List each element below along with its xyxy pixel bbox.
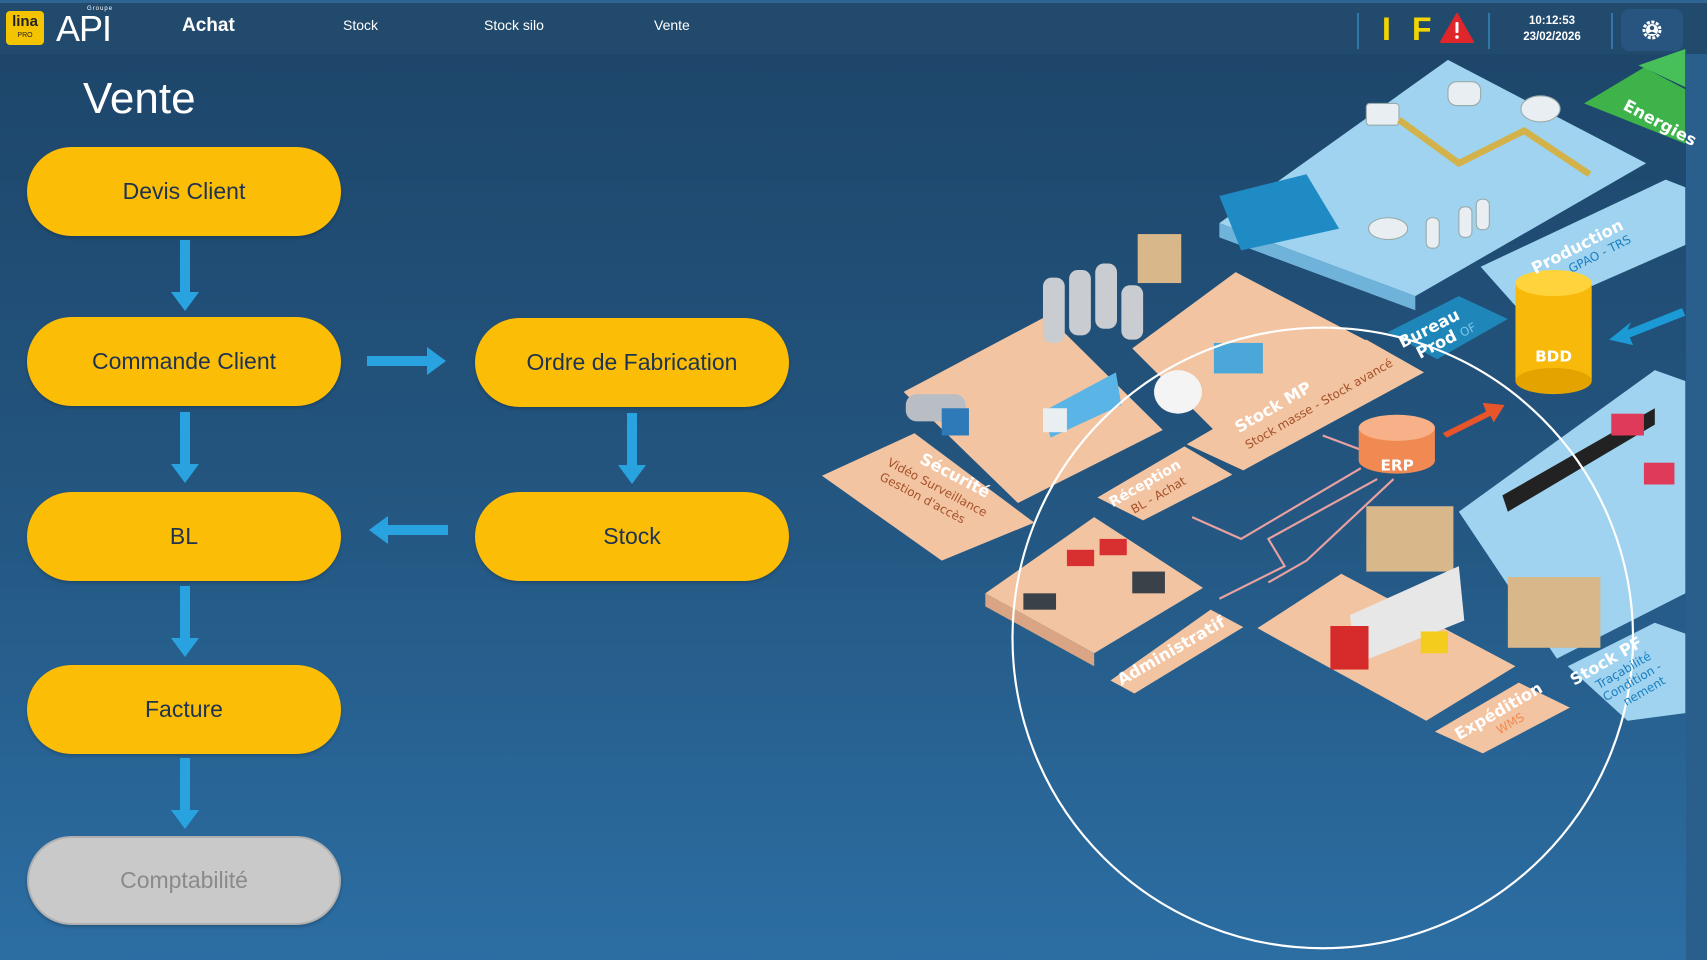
devis-client-button[interactable]: Devis Client [27, 147, 341, 236]
erp-database-icon [1358, 414, 1435, 474]
illustration-label: WMS [1494, 710, 1527, 737]
illustration-label: nement [1621, 673, 1668, 708]
illustration-label: Stock MP [1231, 378, 1314, 437]
commande-client-button[interactable]: Commande Client [27, 317, 341, 406]
logo-text: API [56, 8, 112, 49]
ordre-fabrication-button[interactable]: Ordre de Fabrication [475, 318, 789, 407]
stock-mp-plate [1186, 339, 1425, 471]
nav-stock[interactable]: Stock [343, 17, 379, 33]
bl-button[interactable]: BL [27, 492, 341, 581]
production-label-plate [1480, 179, 1686, 316]
highlight-circle [1011, 326, 1635, 950]
divider [1357, 13, 1359, 49]
expedition-floor [1257, 573, 1516, 721]
arrow-icon [1442, 402, 1505, 438]
warning-icon[interactable] [1440, 13, 1474, 43]
illustration-label: Vidéo Surveillance [885, 455, 989, 519]
illustration-label: Stock PF [1567, 633, 1646, 690]
comptabilite-button[interactable]: Comptabilité [27, 836, 341, 925]
divider [1611, 13, 1613, 49]
nav-stock-silo[interactable]: Stock silo [484, 17, 544, 33]
illustration-label: Condition - [1600, 659, 1664, 704]
security-yard [903, 315, 1163, 503]
packaging-floor [1458, 370, 1686, 659]
indicator-i[interactable]: I [1382, 11, 1391, 47]
production-floor [1219, 59, 1647, 297]
date: 23/02/2026 [1523, 31, 1581, 43]
arrow-left-icon [369, 516, 448, 544]
arrow-right-icon [367, 347, 446, 375]
illustration-label: Traçabilité [1592, 649, 1653, 692]
illustration-label: BDD [1535, 347, 1572, 365]
illustration-label: Sécurité [917, 449, 994, 502]
logo-subtext: Groupe [87, 6, 114, 12]
stock-pf-plate [1567, 622, 1686, 721]
panel-border [1686, 54, 1707, 960]
illustration-label: OF [1458, 320, 1479, 340]
administratif-plate [1110, 609, 1244, 694]
illustration-label: Administratif [1114, 612, 1229, 690]
indicator-f[interactable]: F [1412, 11, 1432, 47]
illustration-label: ERP [1380, 456, 1413, 474]
illustration-label: GPAO - TRS [1566, 232, 1633, 275]
logo-subtext: PRO [17, 32, 33, 39]
time: 10:12:53 [1528, 15, 1576, 27]
arrow-down-icon [171, 412, 199, 483]
stock-mp-yard [1132, 272, 1378, 436]
user-gear-icon [1642, 20, 1662, 40]
nav-vente[interactable]: Vente [654, 17, 690, 33]
admin-room [985, 517, 1204, 654]
illustration-label: Prod [1413, 326, 1460, 362]
office-block [1219, 174, 1340, 251]
illustration-label: BL - Achat [1129, 474, 1189, 517]
illustration-label: Réception [1107, 457, 1184, 511]
illustration-label: Expédition [1451, 678, 1545, 743]
illustration-label: Stock masse - Stock avancé [1243, 356, 1395, 452]
reception-plate [1097, 446, 1233, 521]
nav-achat[interactable]: Achat [182, 15, 235, 36]
expedition-plate [1434, 682, 1570, 754]
arrow-down-icon [171, 240, 199, 311]
bdd-database-icon [1515, 269, 1592, 395]
settings-button[interactable] [1621, 9, 1683, 51]
divider [1488, 13, 1490, 49]
security-plate [821, 433, 1035, 561]
arrow-down-icon [171, 586, 199, 657]
arrow-down-icon [618, 413, 646, 484]
arrow-down-icon [171, 758, 199, 829]
bureau-prod-plate [1388, 296, 1508, 360]
page-title: Vente [83, 74, 196, 123]
facture-button[interactable]: Facture [27, 665, 341, 754]
arrow-icon [1609, 308, 1686, 346]
clock: 10:12:53 23/02/2026 [1500, 13, 1604, 45]
energies-plate [1584, 67, 1686, 144]
logo-text: lina [12, 13, 38, 30]
stock-button[interactable]: Stock [475, 492, 789, 581]
illustration-label: Gestion d'accès [877, 470, 967, 527]
illustration-label: Bureau [1395, 305, 1462, 352]
illustration-label: Production [1528, 215, 1626, 278]
